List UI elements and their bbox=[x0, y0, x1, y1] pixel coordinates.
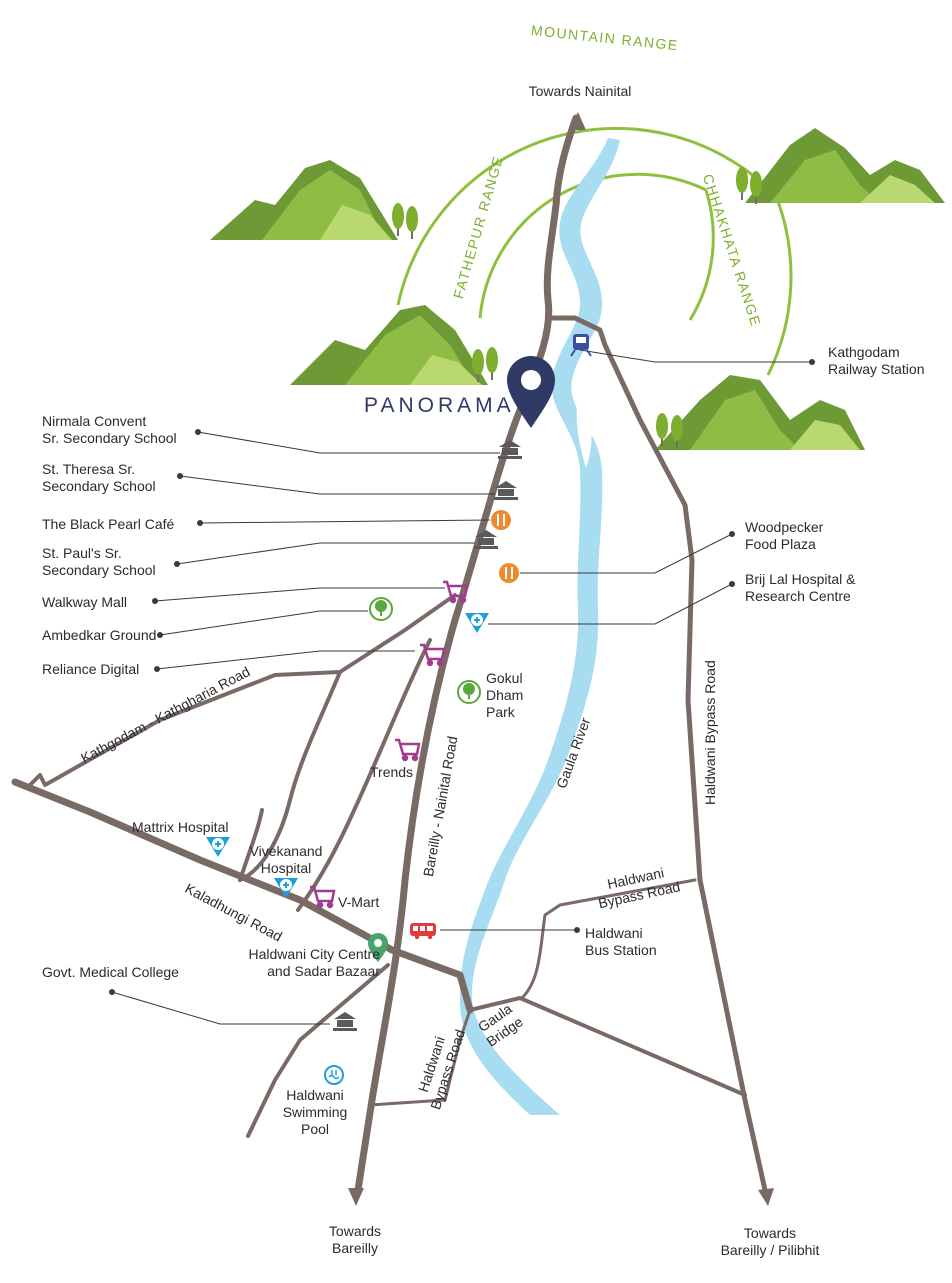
gokul-dham-park-label: Gokul Dham Park bbox=[486, 670, 524, 720]
v-mart-label: V-Mart bbox=[338, 894, 380, 910]
brand-name: PANORAMA bbox=[364, 394, 515, 417]
walkway-mall-label: Walkway Mall bbox=[42, 594, 128, 610]
brij-lal-hospital-label: Brij Lal Hospital & Research Centre bbox=[745, 571, 856, 604]
road-bypass-south bbox=[368, 1008, 472, 1107]
leader-dots bbox=[109, 359, 815, 995]
road-gaula-bridge bbox=[468, 996, 747, 1097]
towards-bareilly-label: Towards Bareilly bbox=[328, 1223, 382, 1256]
bus-icon bbox=[410, 923, 436, 940]
city-centre-pin-icon bbox=[368, 933, 388, 962]
cafe-fork-icon bbox=[491, 510, 519, 583]
mattrix-hospital-label: Mattrix Hospital bbox=[132, 819, 229, 835]
mountain-right-top bbox=[736, 128, 945, 204]
road-cross-3 bbox=[238, 808, 264, 882]
towards-nainital-label: Towards Nainital bbox=[528, 83, 632, 99]
mountain-right-bottom bbox=[655, 375, 865, 450]
trends-label: Trends bbox=[370, 764, 414, 780]
st-theresa-label: St. Theresa Sr. Secondary School bbox=[42, 461, 156, 494]
road-bypass-mid bbox=[520, 878, 697, 1000]
roads bbox=[11, 114, 768, 1194]
road-kaladhungi bbox=[11, 778, 474, 1014]
gaula-river bbox=[459, 138, 620, 1115]
medical-college-label: Govt. Medical College bbox=[42, 964, 179, 980]
shopping-cart-icon bbox=[310, 580, 469, 909]
towards-bareilly-pilibhit-label: Towards Bareilly / Pilibhit bbox=[720, 1225, 820, 1258]
nirmala-convent-label: Nirmala Convent Sr. Secondary School bbox=[42, 413, 177, 446]
leader-lines bbox=[111, 349, 810, 1025]
tree-icon bbox=[369, 597, 481, 704]
city-centre-label: Haldwani City Centre and Sadar Bazaar bbox=[248, 946, 381, 979]
haldwani-bypass-road-east-label: Haldwani Bypass Road bbox=[702, 660, 718, 805]
arrow-north-icon bbox=[570, 112, 586, 130]
hospital-cross-icon bbox=[206, 613, 489, 898]
road-sw bbox=[246, 963, 390, 1138]
school-building-icon bbox=[333, 440, 522, 1031]
swimming-pool-icon bbox=[324, 1065, 344, 1085]
kathgodam-railway-label: Kathgodam Railway Station bbox=[828, 344, 925, 377]
ambedkar-ground-label: Ambedkar Ground bbox=[42, 627, 157, 643]
road-cross-1 bbox=[238, 670, 342, 882]
direction-arrows bbox=[348, 112, 774, 1206]
vivekanand-hospital-label: Vivekanand Hospital bbox=[249, 843, 323, 876]
arrow-southeast-icon bbox=[758, 1188, 774, 1206]
woodpecker-food-plaza-label: Woodpecker Food Plaza bbox=[745, 519, 824, 552]
road-haldwani-bypass-east bbox=[545, 315, 768, 1193]
arrow-south-icon bbox=[348, 1188, 364, 1206]
st-pauls-label: St. Paul's Sr. Secondary School bbox=[42, 545, 156, 578]
swimming-pool-label: Haldwani Swimming Pool bbox=[282, 1087, 348, 1137]
road-cross-2 bbox=[296, 638, 432, 912]
mountain-left-top bbox=[210, 160, 418, 240]
mountain-left-bottom bbox=[290, 305, 498, 385]
river-islands bbox=[558, 398, 592, 468]
location-pin-icon[interactable] bbox=[507, 356, 555, 428]
road-kathgharia bbox=[28, 593, 457, 787]
road-bareilly-nainital bbox=[354, 114, 580, 1194]
reliance-digital-label: Reliance Digital bbox=[42, 661, 140, 677]
black-pearl-cafe-label: The Black Pearl Café bbox=[42, 516, 175, 532]
bus-station-label: Haldwani Bus Station bbox=[585, 925, 657, 958]
train-icon bbox=[570, 334, 592, 357]
